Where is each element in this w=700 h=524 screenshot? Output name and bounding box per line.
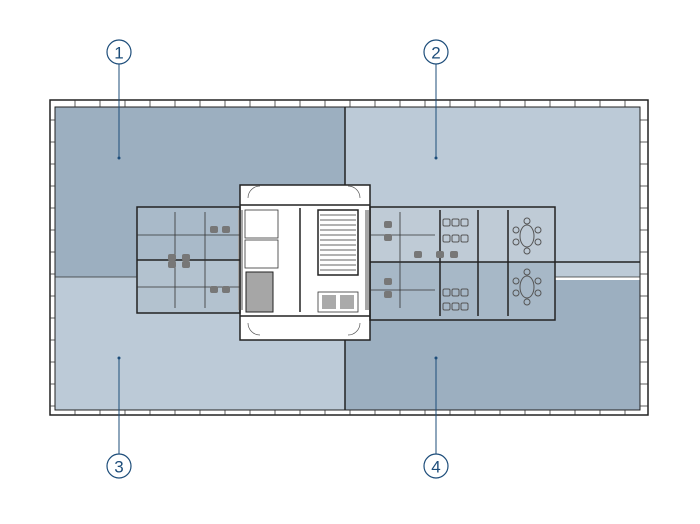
chair xyxy=(523,217,531,225)
chair xyxy=(534,289,542,297)
desk-chair xyxy=(451,218,460,227)
zone-label-1: 1 xyxy=(114,44,123,63)
right-wing-lower xyxy=(370,262,555,320)
left-wing-upper xyxy=(137,207,240,260)
chair xyxy=(523,247,531,255)
zone-4-area[interactable] xyxy=(345,280,640,410)
desk-chair xyxy=(451,234,460,243)
desk-chair xyxy=(460,302,469,311)
zone-label-2: 2 xyxy=(431,44,440,63)
zone-label-3: 3 xyxy=(114,458,123,477)
desk-chair xyxy=(442,302,451,311)
toilet-fixture xyxy=(210,286,218,293)
toilet-fixture xyxy=(222,226,230,233)
chair xyxy=(534,238,542,246)
stairwell xyxy=(317,209,359,276)
callout-1: 1 xyxy=(106,39,132,160)
toilet-fixture xyxy=(384,221,392,228)
chair xyxy=(512,277,520,285)
toilet-fixture xyxy=(168,254,176,261)
chair xyxy=(534,226,542,234)
toilet-fixture xyxy=(450,251,458,258)
meeting-table xyxy=(519,275,535,299)
desk-chair xyxy=(460,288,469,297)
desk-chair xyxy=(451,302,460,311)
facade xyxy=(49,99,649,416)
chair xyxy=(523,298,531,306)
zones xyxy=(55,107,640,410)
toilet-fixture xyxy=(182,261,190,268)
chair xyxy=(512,238,520,246)
toilet-fixture xyxy=(168,261,176,268)
callout-3: 3 xyxy=(106,356,132,479)
chair xyxy=(523,268,531,276)
desk-chair xyxy=(442,288,451,297)
chair xyxy=(512,226,520,234)
toilet-fixture xyxy=(436,251,444,258)
zone-3-area[interactable] xyxy=(55,277,345,410)
callout-2: 2 xyxy=(423,39,449,160)
toilet-fixture xyxy=(414,251,422,258)
callout-4: 4 xyxy=(423,356,449,479)
toilet-fixture xyxy=(384,234,392,241)
zone-2-area[interactable] xyxy=(345,107,640,277)
desk-chair xyxy=(451,288,460,297)
toilet-fixture xyxy=(384,278,392,285)
desk-chair xyxy=(460,218,469,227)
chair xyxy=(512,289,520,297)
toilet-fixture xyxy=(210,226,218,233)
toilet-fixture xyxy=(222,286,230,293)
shaft xyxy=(245,271,274,313)
building-core xyxy=(238,184,371,341)
meeting-table xyxy=(519,224,535,248)
desk-chair xyxy=(460,234,469,243)
zone-label-4: 4 xyxy=(431,458,440,477)
toilet-fixture xyxy=(182,254,190,261)
fixtures xyxy=(168,217,542,311)
chair xyxy=(534,277,542,285)
desk-chair xyxy=(442,234,451,243)
toilet-fixture xyxy=(384,291,392,298)
zone-1-area[interactable] xyxy=(55,107,345,277)
wing-walls xyxy=(136,206,640,321)
desk-chair xyxy=(442,218,451,227)
